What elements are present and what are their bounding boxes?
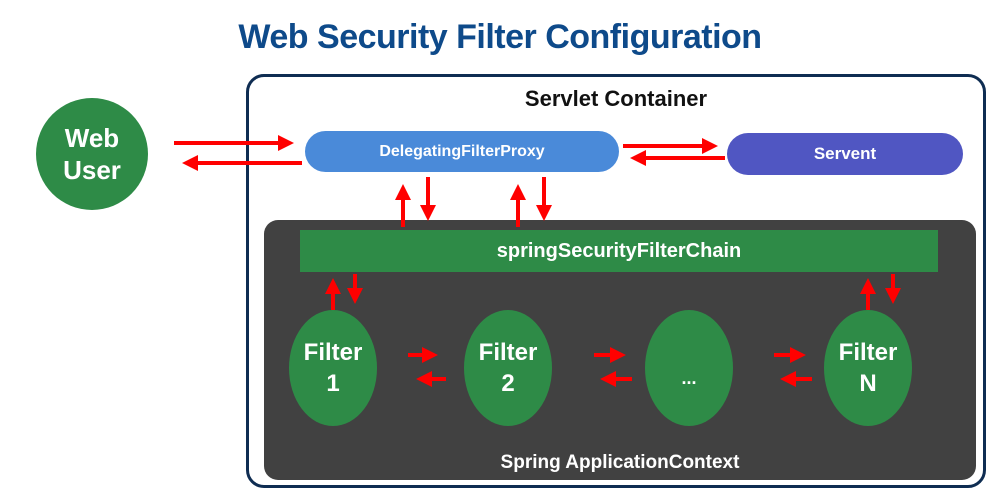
application-context-label: Spring ApplicationContext [500,452,740,473]
web-user-label: Web User [63,122,121,186]
servent-label: Servent [813,144,877,163]
delegating-filter-proxy-node: DelegatingFilterProxy [305,131,619,172]
filter-label: ... [681,368,697,389]
filter-node-2: Filter 2 [464,310,552,426]
proxy-label: DelegatingFilterProxy [379,142,545,160]
servlet-container [246,74,986,488]
diagram-title: Web Security Filter Configuration [238,18,762,56]
security-filter-chain-node: springSecurityFilterChain [300,230,938,272]
filter-label: Filter N [838,338,898,397]
chain-label: springSecurityFilterChain [496,239,742,262]
filter-node-1: Filter 1 [289,310,377,426]
filter-label: Filter 2 [478,338,538,397]
servent-node: Servent [727,133,963,175]
filter-node-n: Filter N [824,310,912,426]
filter-label: Filter 1 [303,338,363,397]
web-user-node: Web User [36,98,148,210]
servlet-container-label: Servlet Container [524,86,708,111]
filter-node-ellipsis: ... [645,310,733,426]
